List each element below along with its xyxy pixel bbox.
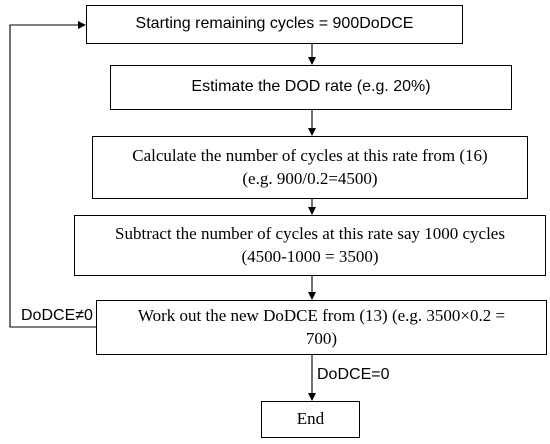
step-estimate-text: Estimate the DOD rate (e.g. 20%) [191, 78, 431, 96]
step-start-text: Starting remaining cycles = 900DoDCE [135, 15, 414, 33]
step-work-out-text: Work out the new DoDCE from (13) (e.g. 3… [132, 305, 511, 349]
step-subtract-text: Subtract the number of cycles at this ra… [109, 223, 511, 267]
step-subtract-line-2: (4500-1000 = 3500) [241, 246, 379, 266]
step-calculate-line-1: Calculate the number of cycles at this r… [132, 146, 488, 166]
step-estimate-box: Estimate the DOD rate (e.g. 20%) [110, 65, 512, 110]
step-work-out-box: Work out the new DoDCE from (13) (e.g. 3… [96, 300, 547, 355]
step-calculate-box: Calculate the number of cycles at this r… [92, 136, 528, 199]
step-start-box: Starting remaining cycles = 900DoDCE [86, 5, 463, 44]
loop-condition-label: DoDCE≠0 [21, 307, 93, 324]
step-work-out-line-2: 700) [305, 328, 338, 348]
step-calculate-line-2: (e.g. 900/0.2=4500) [242, 168, 378, 188]
step-subtract-box: Subtract the number of cycles at this ra… [74, 215, 546, 276]
arrow-loop-back-to-start [9, 21, 96, 328]
step-end-text: End [296, 409, 325, 429]
step-subtract-line-1: Subtract the number of cycles at this ra… [115, 224, 505, 244]
step-calculate-text: Calculate the number of cycles at this r… [126, 145, 493, 189]
step-end-box: End [261, 401, 360, 438]
exit-condition-label: DoDCE=0 [317, 366, 390, 383]
step-work-out-line-1: Work out the new DoDCE from (13) (e.g. 3… [137, 306, 506, 326]
